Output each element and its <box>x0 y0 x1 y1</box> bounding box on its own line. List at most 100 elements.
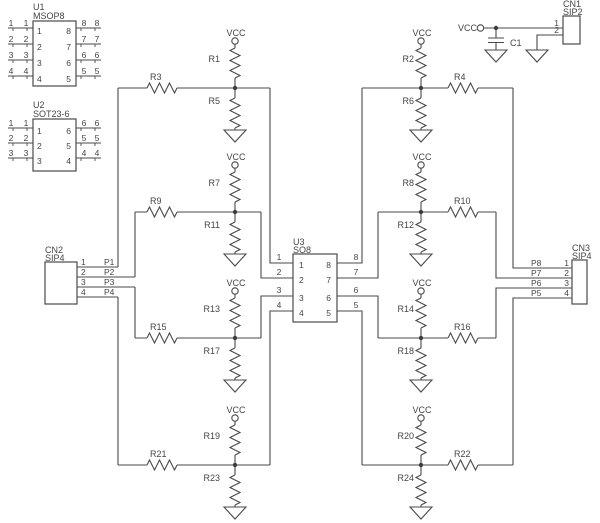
junction-dot <box>493 25 499 31</box>
resistor-ref-label: R7 <box>208 178 220 188</box>
junction-dot <box>418 85 424 91</box>
net-label: P4 <box>104 287 115 297</box>
pin-number-label: 6 <box>354 285 359 295</box>
pin-number-label: 6 <box>66 126 71 136</box>
vcc-node-icon <box>231 414 239 422</box>
resistor-ref-label: R19 <box>203 431 220 441</box>
pin-number-label: 5 <box>82 66 87 76</box>
pin-number-label: 4 <box>82 148 87 158</box>
cn3-body <box>571 259 588 305</box>
component-cn3: CN3 SIP4 <box>571 243 592 305</box>
component-package: SO8 <box>293 245 311 255</box>
vcc-node-icon <box>231 287 239 295</box>
pin-number-label: 2 <box>24 34 29 44</box>
pin-number-label: 1 <box>37 26 42 36</box>
vcc-node-icon <box>476 24 485 32</box>
power-entry: VCC C1 <box>458 23 550 63</box>
resistor-symbol <box>228 297 242 329</box>
pin-number-label: 7 <box>95 34 100 44</box>
component-package: SIP2 <box>563 7 583 17</box>
pin-number-label: 1 <box>299 260 304 270</box>
resistor-ref-label: R14 <box>397 304 414 314</box>
component-u1: U1 MSOP8 <box>32 2 77 87</box>
resistor-ref-label: R9 <box>150 196 162 206</box>
pin-number-label: 2 <box>81 267 86 277</box>
resistor-ref-label: R10 <box>454 196 471 206</box>
label-tick <box>12 28 96 161</box>
component-package: SOT23-6 <box>33 109 70 119</box>
capacitor-ref-label: C1 <box>510 38 522 48</box>
pin-number-label: 4 <box>81 287 86 297</box>
resistor-ref-label: R11 <box>204 220 220 230</box>
component-ref: U3 <box>293 237 305 247</box>
component-ref: CN3 <box>572 243 590 253</box>
resistor-ref-label: R24 <box>397 473 414 483</box>
net-label: P6 <box>531 278 542 288</box>
resistor-symbol <box>228 171 242 203</box>
vcc-node-icon <box>417 414 425 422</box>
ground-symbol-icon <box>408 253 434 267</box>
pin-number-label: 4 <box>299 308 304 318</box>
vcc-net-label: VCC <box>226 278 246 288</box>
resistor-symbol <box>228 221 242 253</box>
pin-number-label: 4 <box>24 66 29 76</box>
u3-body <box>292 253 338 323</box>
ground-symbol-icon <box>222 253 248 267</box>
cn2-body <box>44 261 78 305</box>
resistor-symbol <box>146 81 178 95</box>
pin-number-label: 4 <box>277 300 282 310</box>
resistor-symbol <box>228 474 242 506</box>
pin-number-label: 7 <box>66 42 71 52</box>
pin-number-label: 1 <box>24 118 29 128</box>
component-ref: CN2 <box>45 245 63 255</box>
pin-number-label: 6 <box>82 50 87 60</box>
junction-dot <box>232 209 238 215</box>
pin-number-label: 3 <box>299 293 304 303</box>
net-label: P1 <box>104 257 115 267</box>
vcc-net-label: VCC <box>412 405 432 415</box>
vcc-node-icon <box>417 287 425 295</box>
component-package: SIP4 <box>572 251 592 261</box>
pin-number-label: 5 <box>82 133 87 143</box>
pin-number-label: 3 <box>277 285 282 295</box>
junction-dot <box>232 85 238 91</box>
pin-number-label: 3 <box>9 50 14 60</box>
pin-number-label: 7 <box>354 267 359 277</box>
pin-number-label: 3 <box>564 278 569 288</box>
resistor-symbol <box>228 97 242 129</box>
pin-number-label: 2 <box>9 133 14 143</box>
vcc-net-label: VCC <box>412 28 432 38</box>
pin-number-label: 3 <box>81 277 86 287</box>
resistor-symbol <box>414 474 428 506</box>
component-cn1: CN1 SIP2 <box>562 0 583 45</box>
ground-symbol-icon <box>222 379 248 393</box>
u2-body <box>32 118 77 172</box>
resistor-ref-label: R8 <box>402 178 414 188</box>
junction-dot <box>232 335 238 341</box>
component-ref: U2 <box>33 100 45 110</box>
resistor-ref-label: R15 <box>150 322 167 332</box>
vcc-net-label: VCC <box>412 278 432 288</box>
ground-symbol-icon <box>408 379 434 393</box>
net-label: P8 <box>531 258 542 268</box>
component-package: MSOP8 <box>33 11 65 21</box>
pin-number-label: 6 <box>95 118 100 128</box>
pin-number-label: 5 <box>95 133 100 143</box>
vcc-net-label: VCC <box>458 23 478 33</box>
pin-number-label: 4 <box>564 288 569 298</box>
resistor-symbol <box>146 331 178 345</box>
pin-number-label: 5 <box>326 308 331 318</box>
pin-number-label: 5 <box>95 66 100 76</box>
pin-number-label: 1 <box>9 18 14 28</box>
vcc-net-label: VCC <box>226 405 246 415</box>
vcc-node-icon <box>231 37 239 45</box>
pin-number-label: 2 <box>277 267 282 277</box>
pin-number-label: 8 <box>66 26 71 36</box>
resistor-ref-label: R6 <box>402 96 414 106</box>
pin-number-label: 1 <box>24 18 29 28</box>
